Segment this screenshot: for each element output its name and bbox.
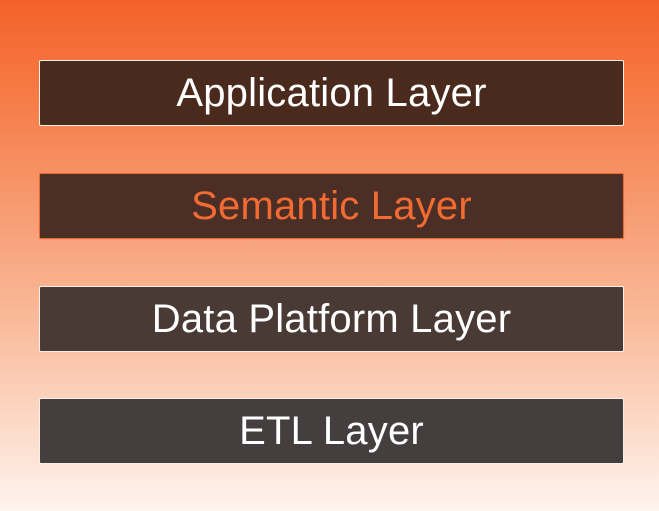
semantic-layer-box: Semantic Layer [39, 173, 624, 239]
etl-layer-box: ETL Layer [39, 398, 624, 464]
semantic-layer-label: Semantic Layer [191, 184, 472, 228]
application-layer-label: Application Layer [176, 71, 487, 115]
data-platform-layer-box: Data Platform Layer [39, 286, 624, 352]
application-layer-box: Application Layer [39, 60, 624, 126]
data-platform-layer-label: Data Platform Layer [151, 297, 512, 341]
etl-layer-label: ETL Layer [239, 409, 424, 453]
